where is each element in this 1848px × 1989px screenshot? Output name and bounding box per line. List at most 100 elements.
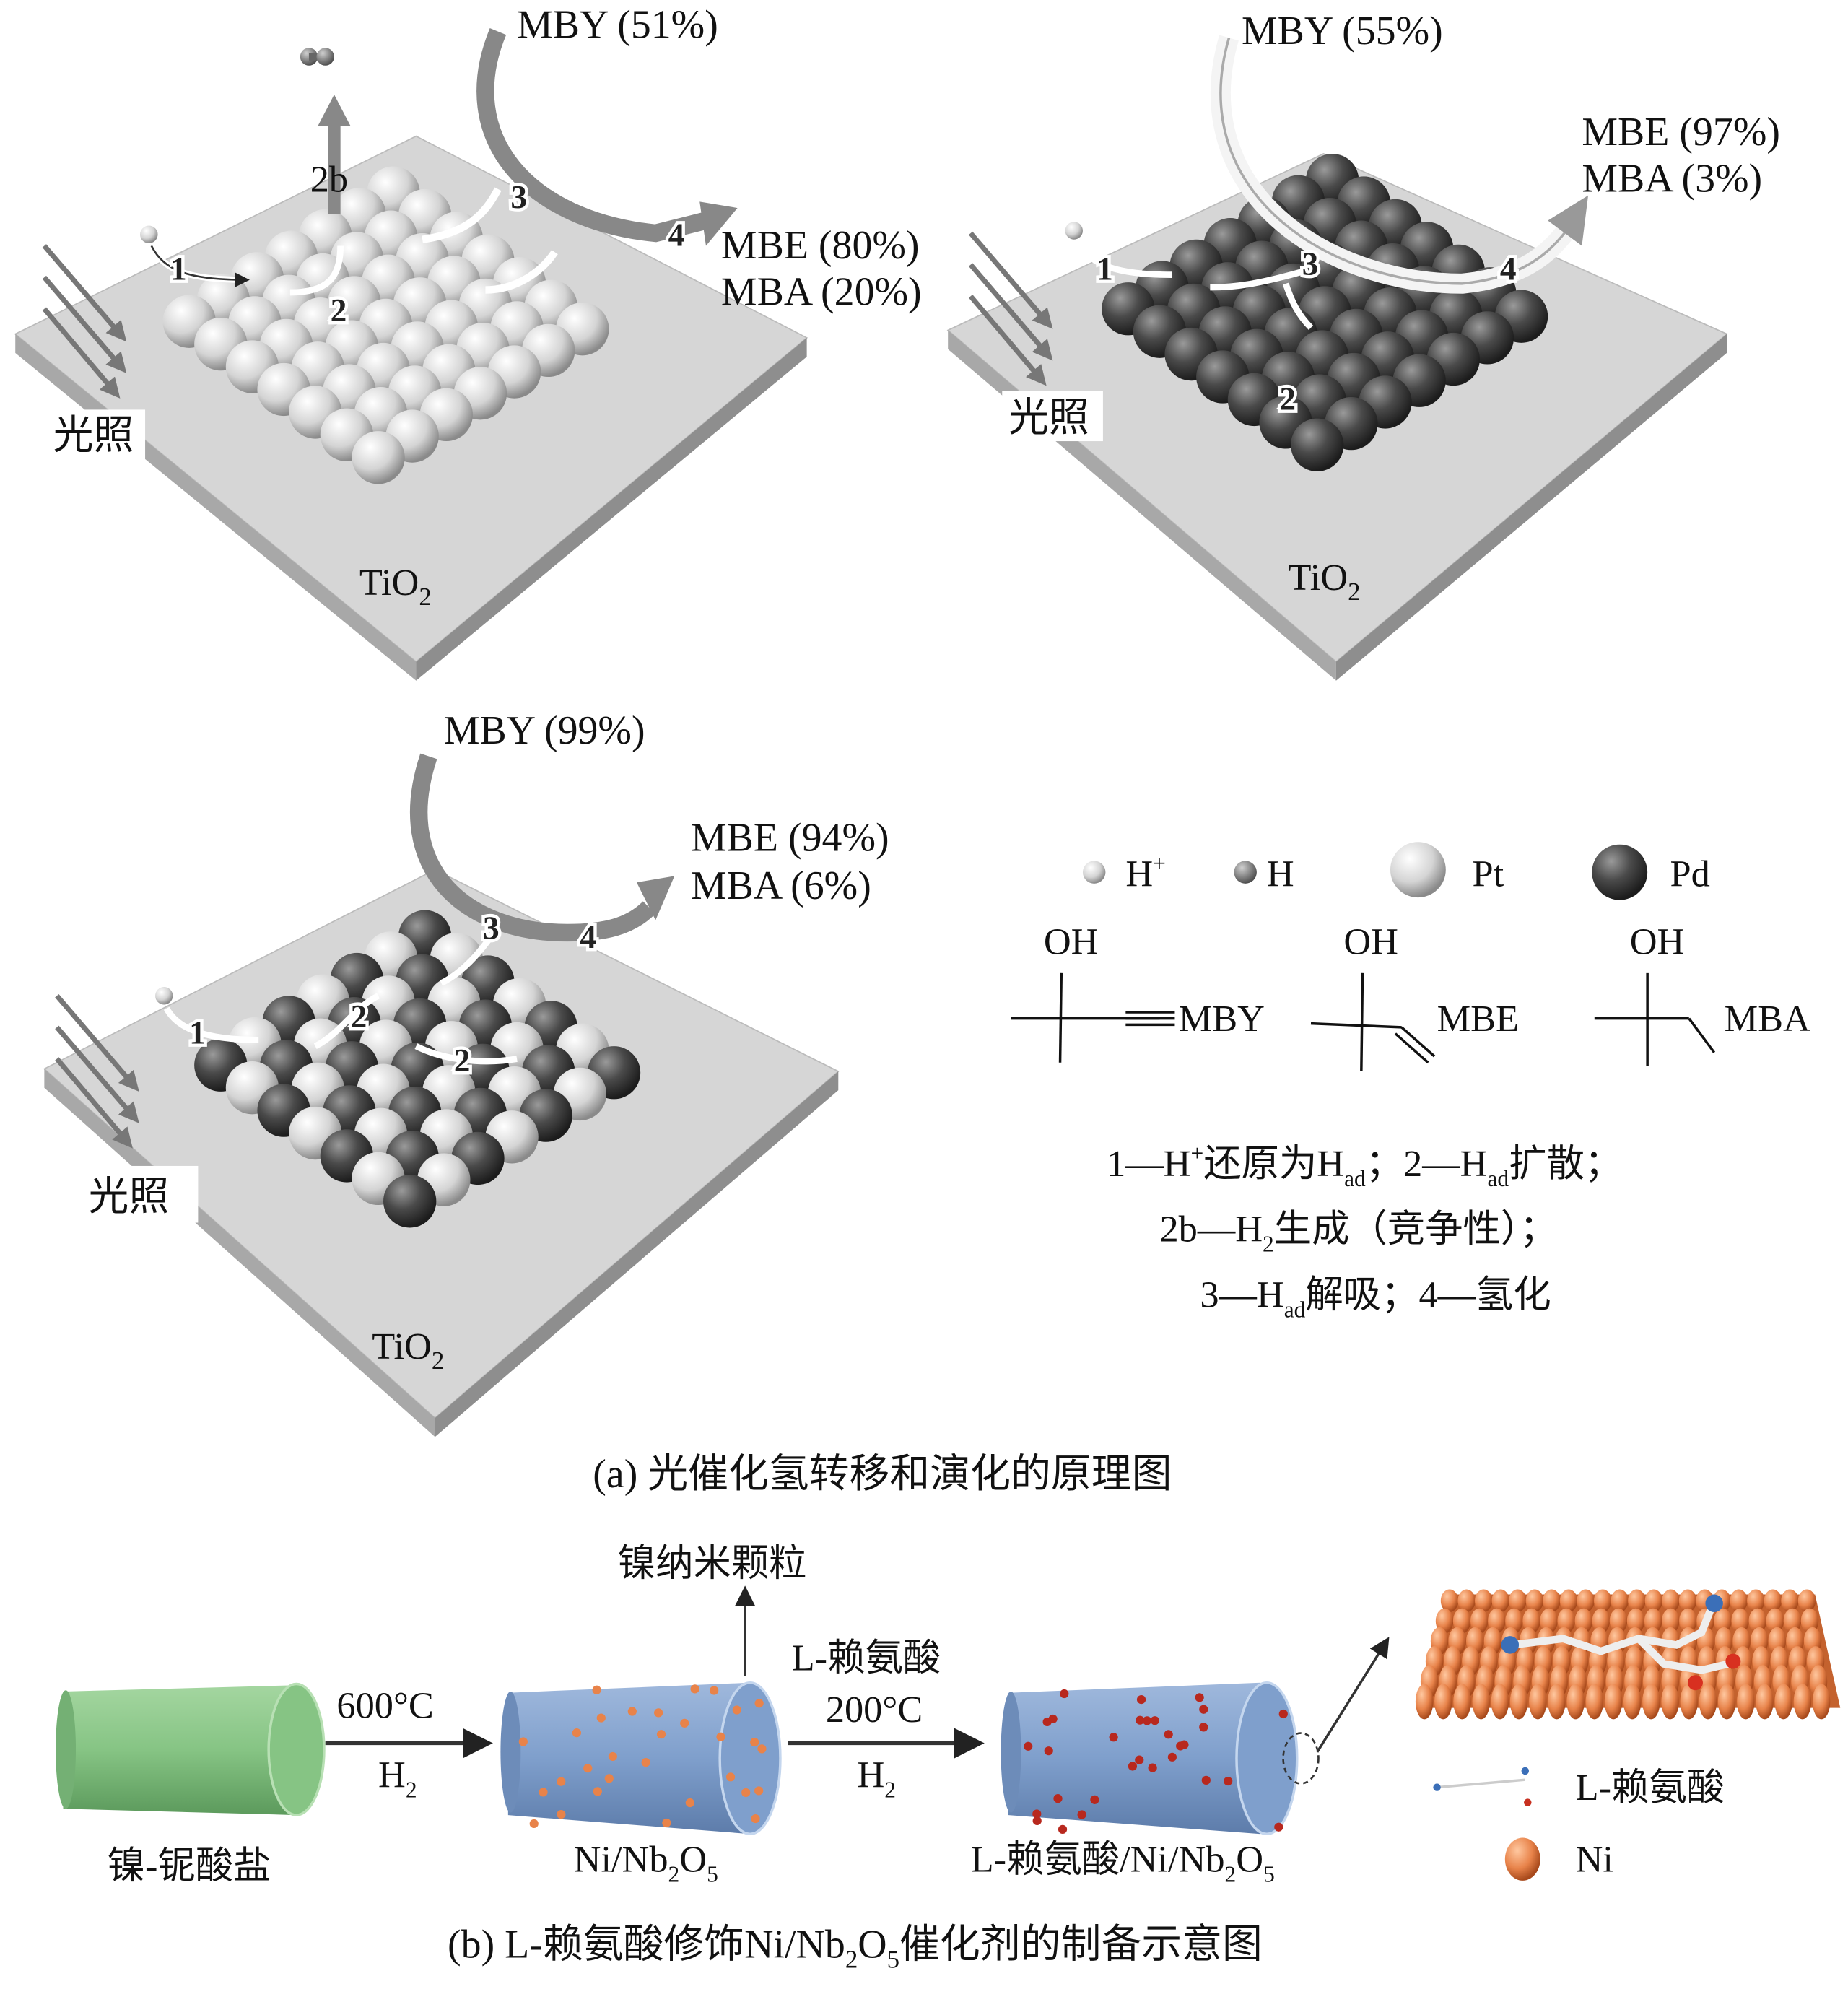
- ni-surface-with-lysine: [1415, 1589, 1841, 1720]
- lysine-legend-icon: [1433, 1767, 1532, 1806]
- intermediate-label: Ni/Nb2O5: [574, 1839, 718, 1887]
- substrate-label: TiO2: [372, 1326, 444, 1375]
- ni-nanoparticle: [1058, 1824, 1068, 1834]
- ni-atom: [1781, 1589, 1799, 1612]
- ni-nanoparticle: [750, 1737, 759, 1747]
- pd-atom: [1291, 418, 1344, 471]
- mba-oh-label: OH: [1630, 921, 1685, 963]
- ni-atom: [1800, 1608, 1819, 1634]
- ni-atom: [1435, 1608, 1454, 1634]
- product-2-label: MBA (3%): [1582, 156, 1762, 201]
- ni-atom: [1628, 1589, 1646, 1612]
- arc-arrowhead: [1548, 195, 1589, 246]
- reactant-label: MBY (99%): [444, 708, 645, 753]
- ni-atom: [1491, 1684, 1509, 1720]
- ni-legend-icon: [1504, 1837, 1540, 1881]
- ni-nanoparticle: [593, 1787, 602, 1796]
- ni-nanoparticle: [751, 1814, 760, 1824]
- ni-atom: [1783, 1608, 1802, 1634]
- arc-arrowhead: [699, 201, 738, 246]
- step-4-label: 4: [580, 919, 596, 955]
- ni-nanoparticle: [710, 1686, 719, 1695]
- ni-nanoparticle: [557, 1809, 566, 1819]
- product-1-label: MBE (80%): [721, 223, 920, 268]
- ni-nanoparticle: [596, 1713, 606, 1723]
- ni-nanoparticle: [529, 1819, 539, 1829]
- product-1-label: MBE (97%): [1582, 110, 1780, 154]
- ni-nanoparticle: [1048, 1714, 1058, 1724]
- product-2-label: MBA (20%): [721, 270, 922, 315]
- precursor-cylinder: [56, 1682, 326, 1816]
- notes-line-3: 3—Had解吸；4—氢化: [1200, 1274, 1551, 1322]
- ni-atom: [1525, 1589, 1544, 1612]
- step-2-label: 2: [331, 292, 347, 328]
- reactant-label: MBY (51%): [517, 2, 718, 47]
- reactant-label: MBY (55%): [1242, 9, 1443, 53]
- hydrogenation-arc: [476, 28, 708, 243]
- ni-nanoparticle: [1109, 1733, 1118, 1742]
- ni-nanoparticle: [641, 1758, 650, 1767]
- legend: H+ H Pt Pd OH MBY OH MBE OH MBA 1—H+还原为H…: [1011, 842, 1810, 1322]
- ni-nanoparticle: [690, 1684, 699, 1694]
- ni-atom: [1661, 1684, 1679, 1720]
- ni-nanoparticle: [627, 1707, 637, 1716]
- ni-nanoparticle: [1199, 1705, 1208, 1714]
- ni-nanoparticle: [1195, 1693, 1204, 1702]
- step1-temp: 600°C: [336, 1685, 433, 1727]
- light-arrows-icon: [968, 231, 1053, 386]
- ni-nanoparticle: [539, 1788, 548, 1797]
- ni-atom: [1793, 1684, 1812, 1720]
- h-plus-sphere-icon: [1082, 861, 1106, 884]
- ni-atom: [1488, 1608, 1506, 1634]
- ni-nanoparticle: [1274, 1822, 1283, 1832]
- product-1-label: MBE (94%): [691, 815, 889, 860]
- ni-nanoparticle: [732, 1705, 741, 1715]
- ni-atom: [1611, 1589, 1629, 1612]
- light-label: 光照: [1008, 396, 1089, 440]
- ni-atom: [1559, 1589, 1578, 1612]
- ni-atom: [1415, 1684, 1434, 1720]
- legend-pd: Pd: [1670, 853, 1710, 895]
- ni-atom: [1491, 1589, 1509, 1612]
- pt-panel: 光照 TiO2 1 2 2b 3 4 MBY (51%) MBE (80%) M…: [14, 2, 922, 681]
- step-1-label: 1: [170, 251, 187, 287]
- step2-gas: H2: [857, 1754, 896, 1803]
- hydrogenation-arc: [409, 753, 656, 942]
- pd-sphere-icon: [1592, 844, 1648, 900]
- ni-nanoparticle: [757, 1744, 767, 1754]
- ni-atom: [1505, 1608, 1523, 1634]
- step-3-label: 3: [1302, 246, 1319, 282]
- ni-atom: [1577, 1589, 1595, 1612]
- pt-sphere-icon: [1390, 842, 1446, 898]
- ni-nanoparticle: [1201, 1775, 1211, 1785]
- ni-nanoparticle: [1136, 1694, 1146, 1705]
- step-1-label: 1: [189, 1015, 206, 1051]
- ni-nanoparticle: [716, 1732, 725, 1741]
- ni-atom: [1529, 1684, 1547, 1720]
- ni-atom: [1747, 1589, 1765, 1612]
- mbe-oh-label: OH: [1343, 921, 1398, 963]
- ni-atom: [1748, 1608, 1766, 1634]
- ni-nanoparticle: [1150, 1716, 1159, 1725]
- ni-nb2o5-cylinder: [500, 1681, 782, 1836]
- light-arrows-icon: [55, 993, 139, 1149]
- ni-atom: [1474, 1589, 1493, 1612]
- ni-atom: [1662, 1608, 1680, 1634]
- step-4-label: 4: [668, 217, 685, 253]
- ni-atom: [1557, 1608, 1575, 1634]
- step-3-label: 3: [510, 179, 527, 215]
- ni-atom: [1797, 1589, 1816, 1612]
- zoom-arrow: [1316, 1637, 1390, 1753]
- ni-nanoparticle: [1199, 1723, 1208, 1732]
- mby-oh-label: OH: [1044, 921, 1099, 963]
- ni-atom: [1457, 1589, 1476, 1612]
- ni-atom: [1717, 1684, 1736, 1720]
- pt-sphere-cluster: [162, 166, 609, 484]
- preparation-scheme: 600°C H2 镍纳米颗粒 L-赖氨酸 200°C H2: [56, 1542, 1841, 1887]
- ni-atom: [1623, 1684, 1642, 1720]
- tio2-slab-edge: [44, 1069, 435, 1437]
- light-label: 光照: [53, 414, 134, 458]
- caption-a: (a) 光催化氢转移和演化的原理图: [593, 1452, 1172, 1497]
- mba-structure: [1594, 972, 1716, 1067]
- ni-atom: [1509, 1684, 1528, 1720]
